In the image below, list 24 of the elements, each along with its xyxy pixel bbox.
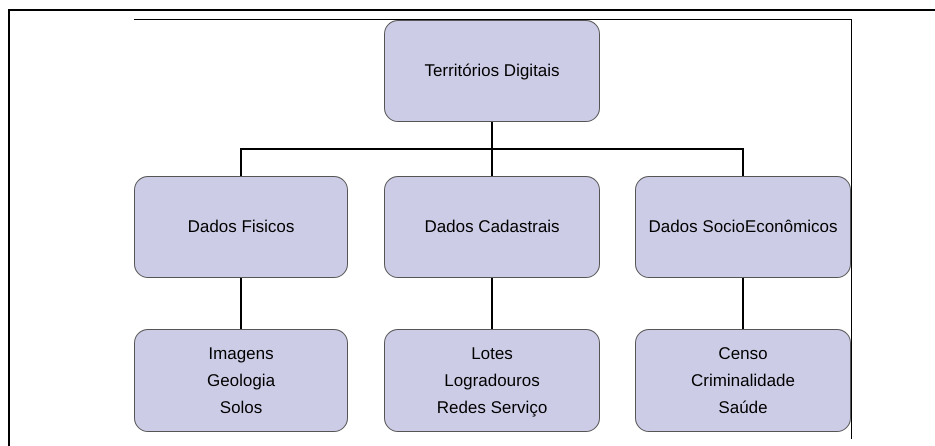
node-label: Saúde (718, 397, 768, 420)
connector-line (742, 278, 744, 329)
node-label: Imagens (208, 342, 274, 365)
node-label: Redes Serviço (436, 397, 548, 420)
connector-line (240, 278, 242, 329)
rounded-box (635, 329, 851, 432)
connector-line (491, 278, 493, 329)
node-label: Dados Cadastrais (424, 216, 560, 238)
rounded-box (384, 329, 600, 432)
rounded-box (635, 176, 851, 278)
node-label: Dados Fisicos (188, 216, 294, 238)
rounded-box (134, 176, 348, 278)
node-label: Lotes (471, 342, 513, 365)
node-label: Solos (220, 397, 262, 420)
rounded-box (384, 176, 600, 278)
node-label: Geologia (206, 370, 276, 392)
node-label: Dados SocioEconômicos (648, 216, 838, 238)
node-label: Territórios Digitais (424, 60, 560, 82)
node-label: Censo (718, 342, 768, 365)
rounded-box (134, 329, 348, 432)
node-label: Logradouros (444, 370, 540, 392)
rounded-box (384, 20, 600, 122)
node-label: Criminalidade (691, 370, 795, 392)
connector-line (491, 122, 744, 176)
